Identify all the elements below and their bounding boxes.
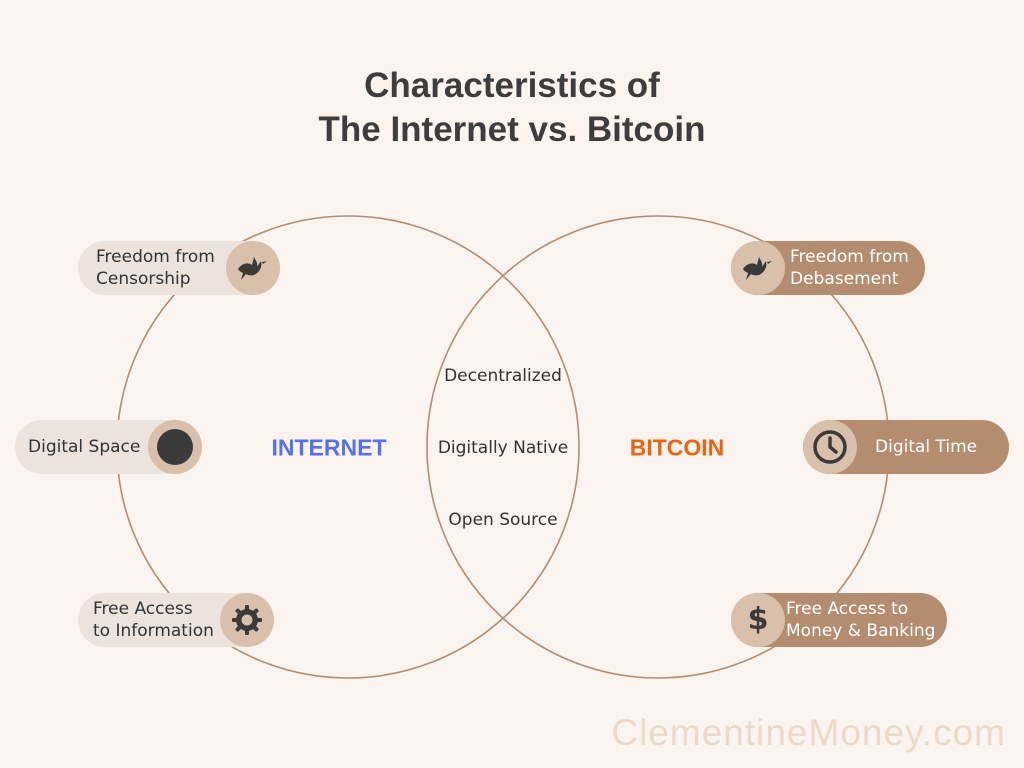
item-label-line-2: to Information	[93, 621, 214, 641]
site-watermark: ClementineMoney.com	[611, 712, 1006, 753]
item-label-line-2: Money & Banking	[786, 621, 936, 641]
bitcoin-item-freedom-debasement: Freedom from Debasement	[731, 241, 925, 295]
overlap-item-digitally-native: Digitally Native	[437, 438, 569, 458]
bitcoin-item-digital-time: Digital Time	[803, 420, 1009, 474]
bitcoin-label: BITCOIN	[629, 434, 725, 461]
internet-label: INTERNET	[271, 434, 387, 461]
dollar-icon: $	[731, 593, 785, 647]
overlap-item-decentralized: Decentralized	[444, 366, 562, 386]
gear-icon	[220, 593, 274, 647]
internet-item-free-access-information: Free Access to Information	[78, 593, 274, 647]
dove-icon	[226, 241, 280, 295]
item-label-line-2: Censorship	[96, 269, 191, 289]
item-label-line-2: Debasement	[790, 269, 899, 289]
circle-icon	[148, 420, 202, 474]
clock-icon	[803, 420, 857, 474]
item-label-line-1: Free Access to	[786, 599, 909, 619]
dove-icon	[731, 241, 785, 295]
item-label-line-1: Freedom from	[96, 247, 215, 267]
internet-item-digital-space: Digital Space	[15, 420, 202, 474]
title-line-1: Characteristics of	[364, 66, 660, 105]
internet-item-freedom-censorship: Freedom from Censorship	[78, 241, 280, 295]
title-line-2: The Internet vs. Bitcoin	[318, 110, 706, 149]
item-label-line-1: Free Access	[93, 599, 193, 619]
overlap-item-open-source: Open Source	[448, 510, 558, 530]
diagram-title: Characteristics of The Internet vs. Bitc…	[0, 64, 1024, 152]
item-label-line-1: Digital Space	[28, 437, 141, 457]
item-label-line-1: Freedom from	[790, 247, 909, 267]
bitcoin-item-free-access-money: $ Free Access to Money & Banking	[731, 593, 947, 647]
item-label-line-1: Digital Time	[875, 437, 978, 457]
